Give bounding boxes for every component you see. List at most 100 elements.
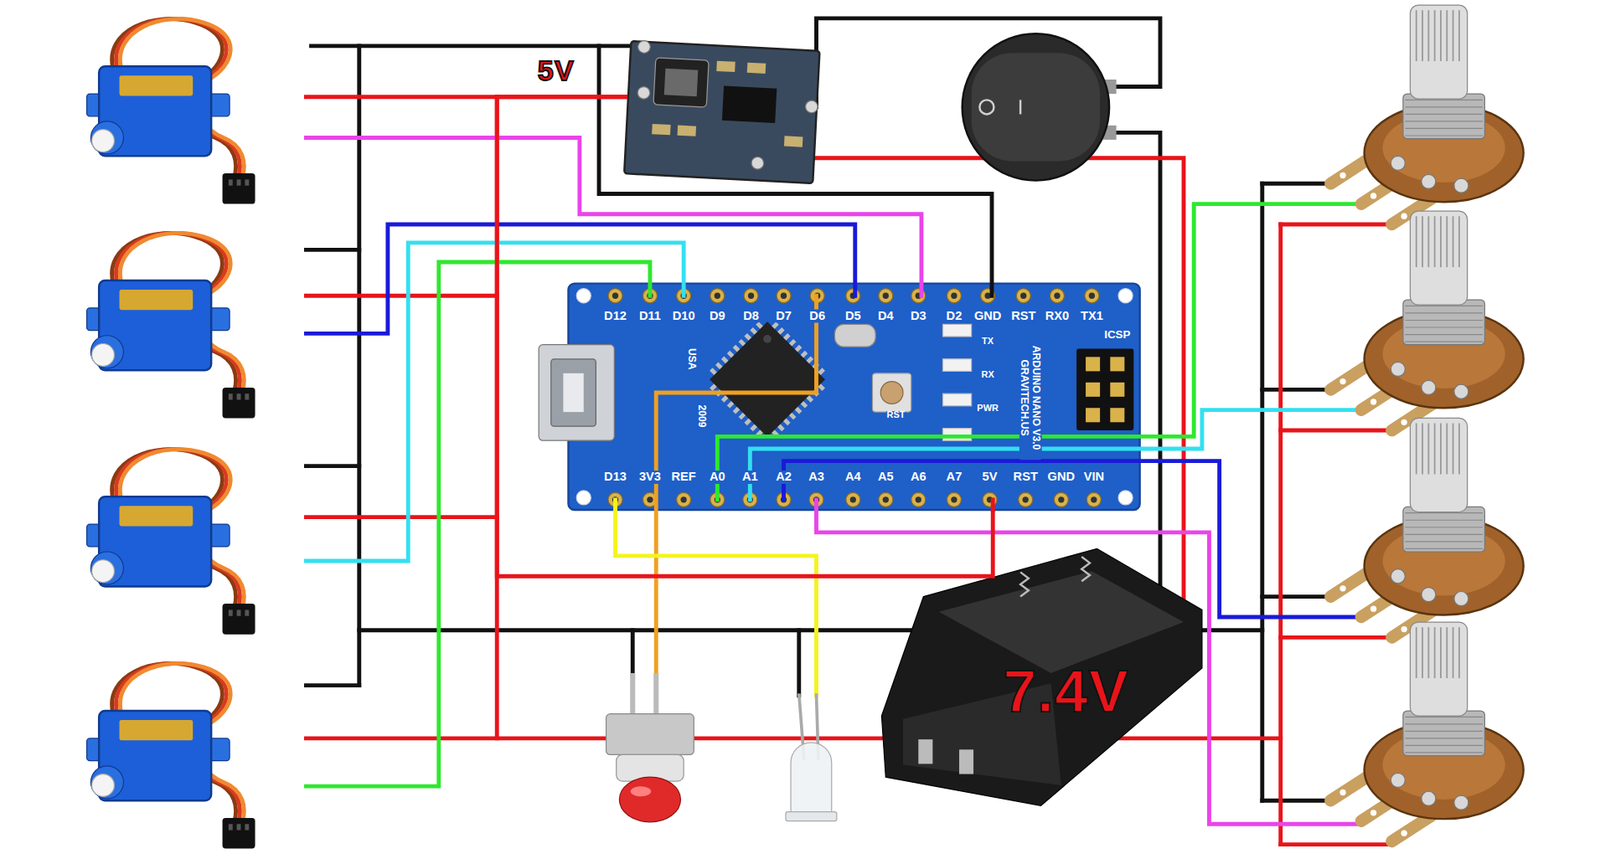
- servo-sticker: [119, 289, 194, 310]
- knurl: [1458, 627, 1461, 679]
- knurl: [1434, 216, 1436, 268]
- smd-led: [943, 359, 972, 372]
- pin-hole: [646, 496, 653, 503]
- servo-horn-base: [90, 766, 124, 800]
- terminal-hole: [1400, 830, 1407, 837]
- servo-plug: [222, 387, 256, 419]
- pin-pad: [946, 289, 961, 304]
- solder-pad: [751, 156, 764, 170]
- wire: [1280, 222, 1389, 228]
- knurl: [1445, 423, 1448, 475]
- wire: [305, 247, 359, 253]
- pot-rivet: [1421, 174, 1436, 189]
- knurl: [1421, 10, 1424, 62]
- pot-shaft: [1409, 211, 1467, 305]
- pin-label: A2: [774, 470, 793, 485]
- wire: [717, 204, 1358, 501]
- pin-label: A0: [708, 470, 727, 485]
- pin-label: D12: [603, 309, 628, 324]
- thread: [1404, 512, 1483, 514]
- pin-label: D8: [742, 309, 760, 324]
- wire: [305, 294, 497, 299]
- knurl: [1440, 216, 1442, 268]
- pin-hole: [748, 293, 754, 300]
- potentiometer: [1330, 211, 1523, 431]
- knurl: [1427, 10, 1430, 62]
- plug-hole: [244, 609, 249, 616]
- pin-label: D3: [909, 309, 928, 324]
- servo-horn: [92, 774, 115, 798]
- switch-rocker: [971, 52, 1100, 161]
- plug-hole: [244, 179, 249, 186]
- thread: [1404, 717, 1483, 718]
- pin-hole: [1053, 293, 1060, 300]
- icsp-pin: [1109, 382, 1125, 398]
- usb-tongue: [562, 373, 584, 413]
- thread: [1404, 334, 1483, 336]
- switch-bezel: [962, 33, 1110, 181]
- thread: [1404, 520, 1483, 522]
- wire: [1114, 132, 1161, 613]
- wire: [1278, 224, 1283, 846]
- pot-rivet: [1421, 380, 1436, 395]
- terminal-hole: [1339, 585, 1346, 592]
- servo-motor: [87, 663, 256, 849]
- wire: [655, 295, 816, 676]
- pin-label: 3V3: [638, 470, 662, 485]
- terminal-hole: [1400, 419, 1407, 426]
- knurl: [1452, 10, 1455, 62]
- potentiometer: [1330, 5, 1523, 225]
- pin-label: GND: [973, 309, 1003, 324]
- plug-hole: [228, 179, 233, 186]
- wire: [1280, 842, 1389, 847]
- plug-hole: [228, 609, 233, 616]
- holder-shell: [881, 548, 1202, 806]
- rocker-switch: [962, 33, 1117, 181]
- thread: [1404, 326, 1483, 328]
- smd-part: [747, 62, 767, 74]
- potentiometer: [1330, 622, 1523, 842]
- pin-label: D11: [638, 309, 662, 324]
- pin-label: D2: [944, 309, 963, 324]
- mount-hole: [1118, 289, 1133, 304]
- board-marking: RST: [885, 411, 906, 422]
- pin-hole: [850, 496, 857, 503]
- battery-area: 7.4V: [882, 551, 1220, 822]
- smd-led: [943, 324, 972, 337]
- solder-pad: [637, 40, 651, 53]
- buck-converter-area: 5V: [627, 42, 821, 181]
- pot-rivet: [1421, 588, 1436, 603]
- chip-body: [709, 321, 826, 438]
- thread: [1404, 99, 1483, 101]
- plug-hole: [244, 393, 249, 400]
- pin-pad: [1049, 289, 1064, 304]
- pin-pad: [710, 289, 725, 304]
- pot-rivet: [1454, 384, 1469, 399]
- pin-pad: [1016, 289, 1031, 304]
- knurl: [1452, 423, 1455, 475]
- plug-hole: [228, 824, 233, 831]
- holder-cell: [939, 571, 1184, 674]
- crystal: [834, 324, 876, 347]
- pin-pad: [743, 289, 759, 304]
- knurl: [1452, 627, 1455, 679]
- pin-hole: [780, 293, 787, 300]
- thread: [1404, 340, 1483, 342]
- reset-button-base: [872, 373, 911, 413]
- led: [785, 693, 837, 821]
- pin-hole: [1022, 496, 1029, 503]
- pot-rivet: [1454, 178, 1469, 193]
- servo-sticker: [119, 505, 194, 527]
- pin-label: A5: [877, 470, 895, 485]
- wires: [305, 18, 1388, 846]
- knurl: [1434, 10, 1436, 62]
- regulator-chip: [722, 85, 777, 124]
- servo-horn: [92, 560, 115, 584]
- on-symbol: [1019, 99, 1022, 114]
- servo-horn-base: [90, 335, 124, 369]
- knurl: [1427, 423, 1430, 475]
- pin-label: GND: [1046, 470, 1076, 485]
- pin-label: RX0: [1044, 309, 1071, 324]
- pin-label: D9: [708, 309, 727, 324]
